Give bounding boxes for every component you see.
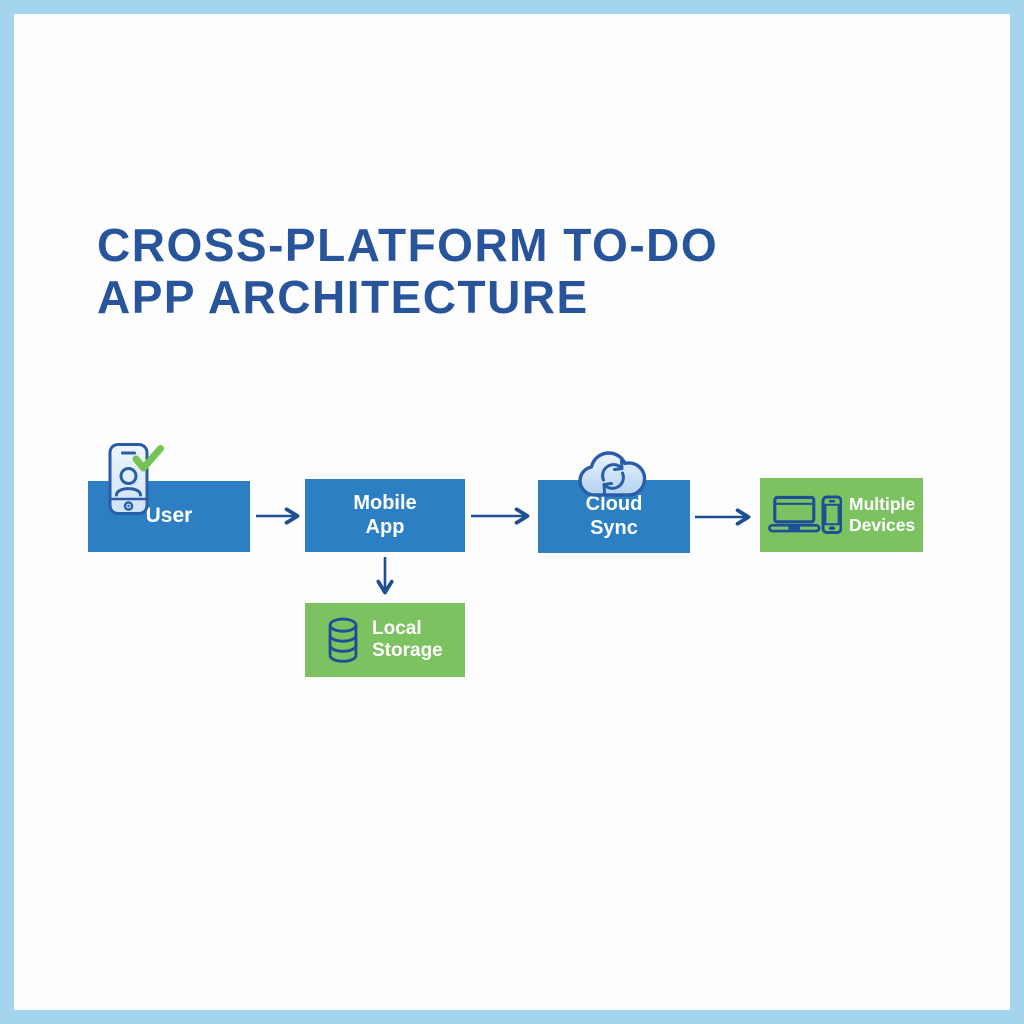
page-title-line1: CROSS-PLATFORM TO-DO: [97, 219, 719, 271]
database-icon: [328, 617, 358, 663]
node-local-storage: Local Storage: [305, 603, 465, 677]
node-user-label: User: [145, 504, 193, 528]
node-multiple-devices: Multiple Devices: [760, 478, 923, 552]
node-cloud-sync-label: Cloud Sync: [585, 492, 643, 539]
node-mobile-app-label: Mobile App: [353, 491, 417, 538]
node-user: User: [88, 481, 250, 552]
page-title: CROSS-PLATFORM TO-DO APP ARCHITECTURE: [97, 219, 817, 323]
node-cloud-sync: Cloud Sync: [538, 480, 690, 553]
node-mobile-app: Mobile App: [305, 479, 465, 552]
node-local-storage-label: Local Storage: [372, 617, 443, 661]
laptop-and-phone-icon: [768, 495, 842, 534]
node-multiple-devices-label: Multiple Devices: [849, 494, 916, 535]
page-title-line2: APP ARCHITECTURE: [97, 271, 589, 323]
